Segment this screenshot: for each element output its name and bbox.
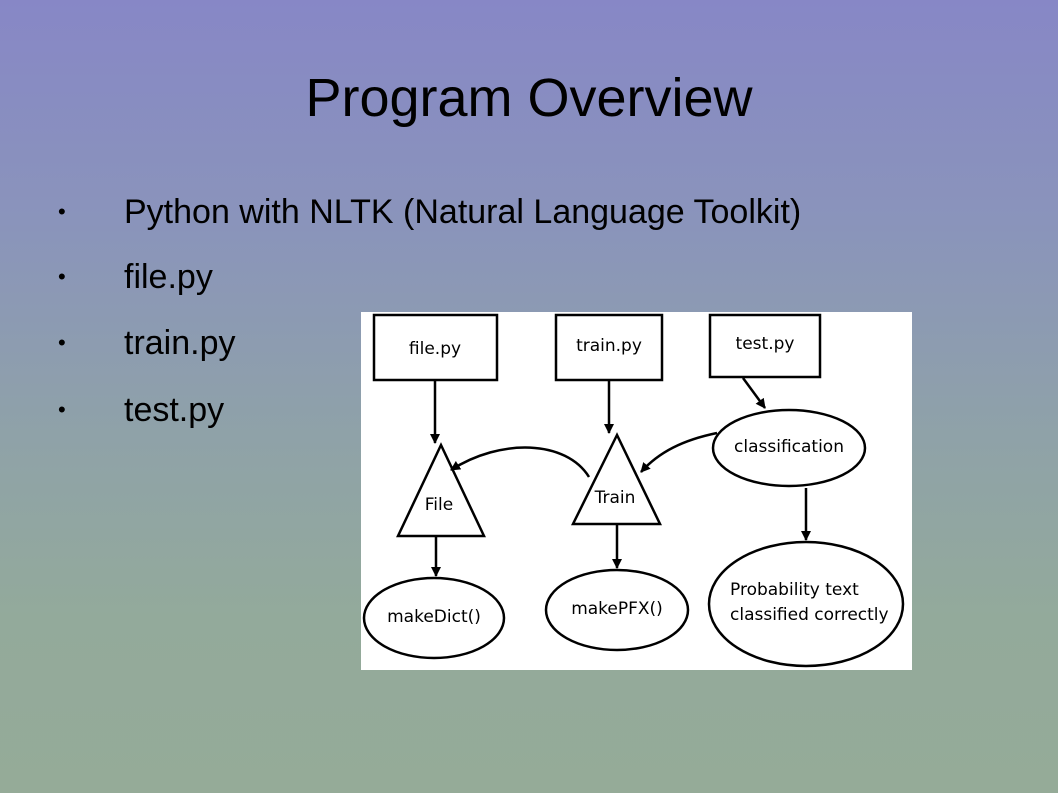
flow-diagram-svg: file.py train.py test.py File Train clas…: [362, 313, 905, 668]
svg-text:file.py: file.py: [409, 339, 461, 359]
node-train-py: train.py: [554, 313, 664, 382]
flow-diagram: file.py train.py test.py File Train clas…: [361, 312, 912, 670]
svg-text:train.py: train.py: [576, 336, 642, 356]
bullet-dot-icon: •: [58, 397, 66, 422]
node-file-triangle: File: [396, 442, 486, 538]
node-train-triangle: Train: [570, 432, 662, 526]
svg-text:classified correctly: classified correctly: [730, 605, 889, 625]
node-test-py: test.py: [708, 313, 822, 379]
node-makedict: makeDict(): [362, 576, 506, 660]
svg-text:File: File: [425, 495, 453, 515]
node-file-py: file.py: [372, 313, 499, 382]
slide-title: Program Overview: [305, 68, 753, 128]
node-probability: Probability text classified correctly: [707, 540, 905, 668]
svg-text:makeDict(): makeDict(): [387, 607, 481, 627]
svg-text:test.py: test.py: [736, 334, 795, 354]
edge-train-to-file: [450, 446, 591, 478]
bullet-dot-icon: •: [58, 199, 66, 224]
svg-text:classification: classification: [734, 437, 844, 457]
svg-text:Train: Train: [594, 488, 636, 508]
bullet-dot-icon: •: [58, 330, 66, 355]
svg-text:makePFX(): makePFX(): [571, 599, 663, 619]
node-makepfx: makePFX(): [544, 568, 690, 652]
edge-test-py-to-classification: [741, 377, 767, 409]
edge-classification-to-train: [640, 431, 718, 473]
edges: [430, 377, 811, 577]
svg-text:Probability text: Probability text: [730, 580, 859, 600]
bullet-dot-icon: •: [58, 264, 66, 289]
node-classification: classification: [711, 408, 867, 488]
